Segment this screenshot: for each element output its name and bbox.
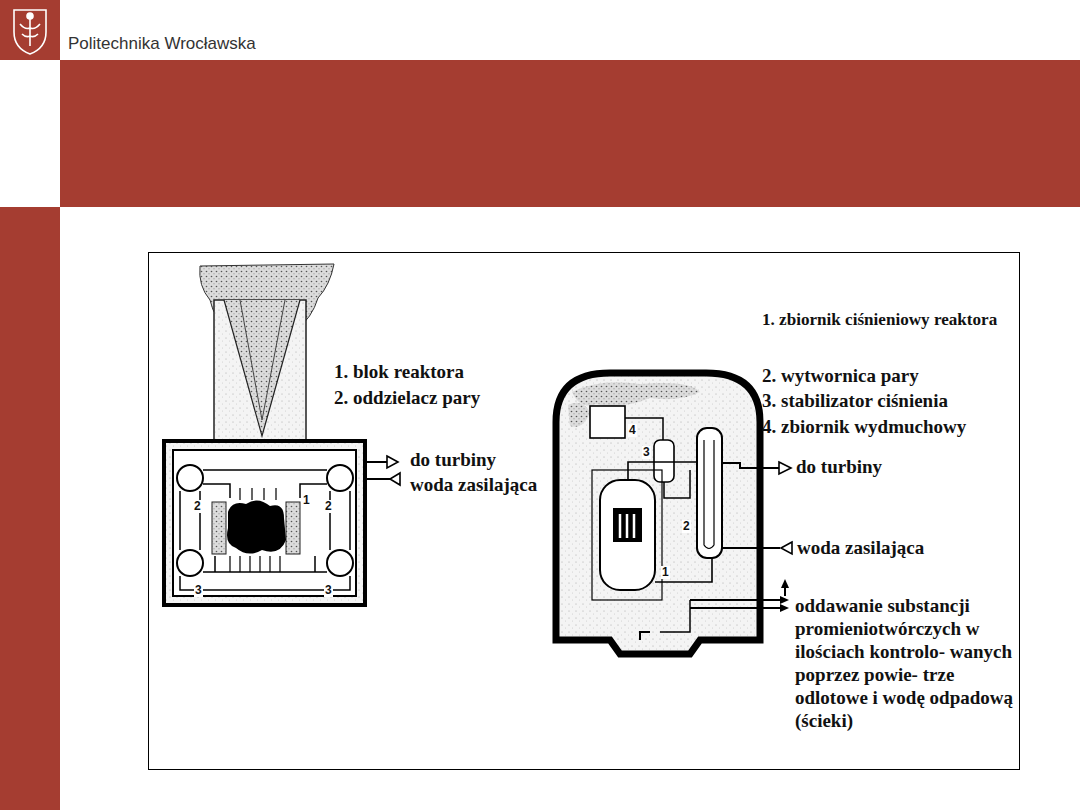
left-reactor-drawing	[164, 264, 400, 605]
callout-number: 3	[642, 446, 651, 459]
flow-label: do turbiny	[410, 448, 496, 471]
callout-number: 2	[324, 500, 333, 513]
right-reactor-drawing	[556, 373, 792, 654]
flow-label: woda zasilająca	[410, 473, 537, 496]
callout-number: 2	[682, 520, 691, 533]
part-label: 1. blok reaktora	[334, 360, 464, 383]
header-band	[60, 60, 1080, 207]
callout-number: 3	[194, 584, 203, 597]
callout-number: 2	[193, 500, 202, 513]
callout-number: 3	[324, 584, 333, 597]
institution-name: Politechnika Wrocławska	[68, 34, 256, 54]
part-label: 3. stabilizator ciśnienia	[762, 389, 948, 412]
part-label: 2. oddzielacz pary	[334, 386, 480, 409]
part-label: 4. zbiornik wydmuchowy	[762, 415, 966, 438]
callout-number: 1	[302, 494, 311, 507]
flow-label: do turbiny	[796, 455, 882, 478]
university-emblem	[14, 10, 46, 54]
callout-number: 4	[628, 424, 637, 437]
note-text: oddawanie substancji promieniotwórczych …	[795, 594, 1015, 732]
callout-number: 1	[661, 566, 670, 579]
figure-frame	[149, 253, 1020, 770]
part-label: 2. wytwornica pary	[762, 364, 919, 387]
logo-square	[0, 0, 60, 60]
flow-label: woda zasilająca	[797, 536, 924, 559]
side-strip	[0, 207, 60, 810]
part-label: 1. zbiornik ciśnieniowy reaktora	[762, 310, 1024, 331]
